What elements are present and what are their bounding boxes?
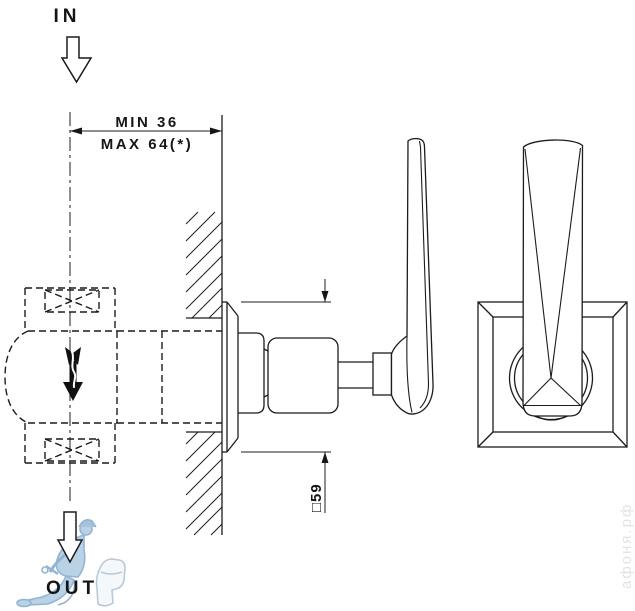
concealed-valve-body <box>4 287 222 464</box>
handle-facet-lines <box>523 147 582 407</box>
hub-peek-arc <box>536 415 567 421</box>
stem-adapter-nut <box>372 352 393 396</box>
flow-in-arrow <box>60 36 93 84</box>
handle-front-view <box>522 139 584 421</box>
trim-sleeve <box>238 332 265 414</box>
flow-out-arrow <box>56 511 84 564</box>
dimension-square59-label: □59 <box>308 483 325 512</box>
site-watermark-text: афоня.рф <box>618 503 635 589</box>
wall-hatching-upper <box>185 211 223 319</box>
toilet-sketch <box>95 558 126 607</box>
escutcheon-flange-section <box>222 301 239 453</box>
dimension-wall-depth <box>70 127 222 135</box>
flow-out-label: OUT <box>46 578 98 599</box>
flow-direction-arrow <box>63 347 83 401</box>
dimension-max-label: MAX 64(*) <box>101 136 194 153</box>
wall-hatching-lower <box>185 431 223 536</box>
valve-stem <box>338 361 373 389</box>
dimension-min-label: MIN 36 <box>115 114 178 131</box>
dimension-plate-size <box>241 279 331 513</box>
bottom-port-thread-box <box>44 438 100 462</box>
cartridge-head <box>267 337 339 414</box>
top-port-thread-box <box>44 289 100 313</box>
handle-side-view <box>390 137 434 415</box>
drawing-lines <box>4 36 628 564</box>
flow-in-label: IN <box>54 6 81 27</box>
